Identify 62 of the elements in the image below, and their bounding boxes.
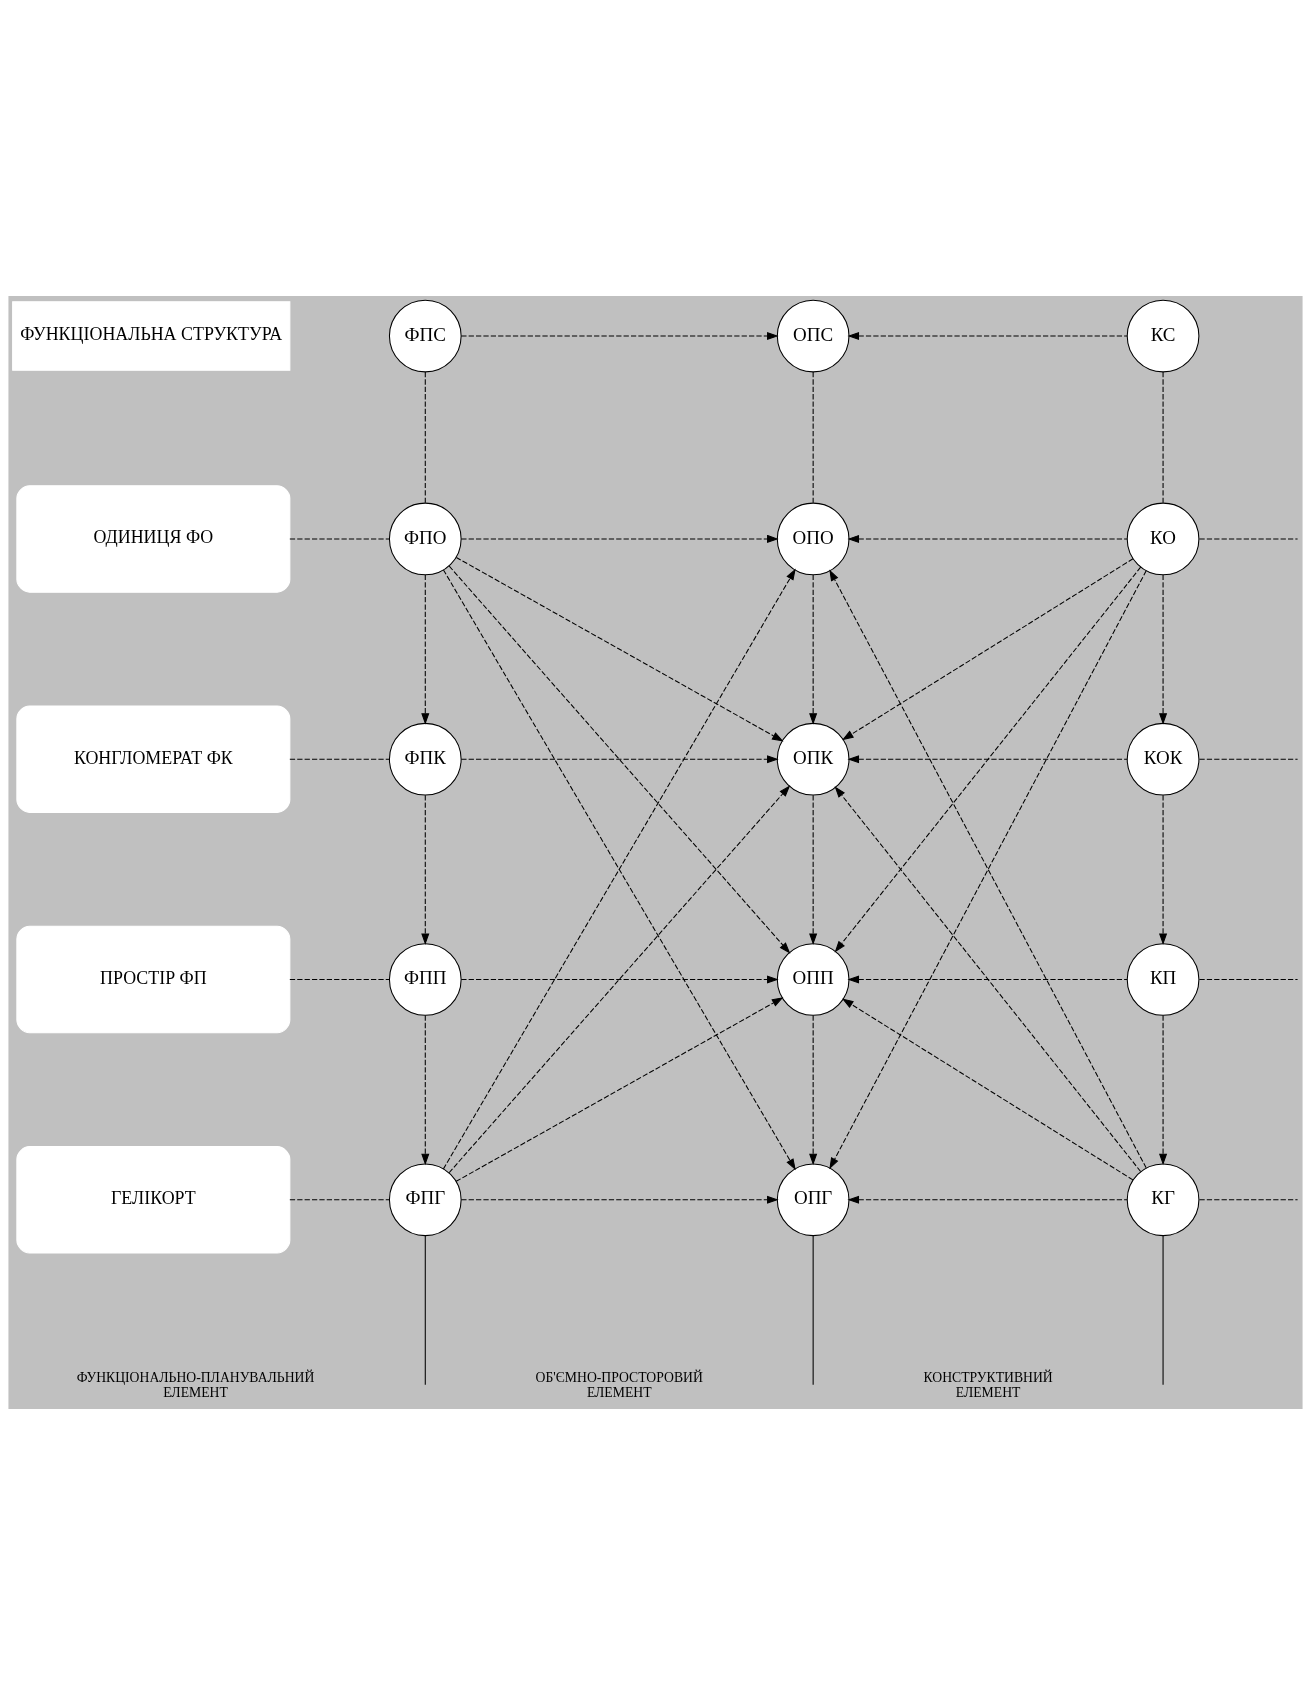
connector — [1162, 371, 1164, 503]
arrow — [455, 996, 784, 1182]
node-circle: ФПК — [388, 722, 462, 796]
connector — [1198, 537, 1299, 539]
connector — [1198, 1198, 1299, 1200]
node-box: ГЕЛІКОРТ — [16, 1145, 291, 1254]
arrow — [847, 534, 1128, 543]
connector — [1198, 978, 1299, 980]
arrow — [1159, 574, 1168, 725]
label: ФУНКЦІОНАЛЬНО-ПЛАНУВАЛЬНИЙ ЕЛЕМЕНТ — [76, 1369, 315, 1400]
connector — [289, 978, 390, 980]
label: ОБ'ЄМНО-ПРОСТОРОВИЙ ЕЛЕМЕНТ — [535, 1369, 703, 1400]
arrow — [834, 785, 1142, 1172]
node-circle: КП — [1126, 942, 1200, 1016]
arrow — [460, 974, 779, 984]
connector — [812, 1234, 814, 1385]
arrow — [448, 565, 791, 954]
connector — [289, 758, 390, 760]
node-circle: КС — [1126, 299, 1200, 372]
node-circle: ФПГ — [388, 1162, 462, 1236]
arrow — [421, 794, 430, 945]
arrow — [460, 534, 779, 543]
connector — [812, 371, 814, 503]
node-circle: ФПП — [388, 942, 462, 1016]
node-circle: ФПО — [388, 502, 462, 575]
arrow — [460, 331, 779, 340]
arrow — [809, 794, 818, 945]
connector — [1198, 758, 1299, 760]
connector — [289, 537, 390, 539]
arrow — [847, 974, 1128, 984]
arrow — [809, 1014, 818, 1165]
node-circle: КО — [1126, 502, 1200, 575]
arrow — [1159, 1014, 1168, 1165]
connector — [424, 1234, 426, 1385]
node-box: ПРОСТІР ФП — [16, 925, 291, 1033]
arrow — [460, 1195, 779, 1204]
node-box: ФУНКЦІОНАЛЬНА СТРУКТУРА — [12, 300, 291, 371]
connector — [1162, 1234, 1164, 1385]
arrow — [1159, 794, 1168, 945]
node-circle: ОПС — [776, 299, 850, 372]
connector — [289, 1198, 390, 1200]
node-circle: ОПО — [776, 502, 850, 575]
node-circle: ОПГ — [776, 1162, 850, 1236]
arrow — [421, 1014, 430, 1165]
arrow — [842, 557, 1134, 740]
node-box: КОНГЛОМЕРАТ ФК — [16, 704, 291, 813]
arrow — [834, 566, 1142, 952]
arrow — [421, 574, 430, 725]
node-circle: ФПС — [388, 299, 462, 372]
arrow — [455, 556, 784, 742]
connector — [424, 371, 426, 503]
node-circle: КГ — [1126, 1162, 1200, 1236]
arrow — [841, 998, 1134, 1180]
arrow — [448, 784, 791, 1173]
arrow — [460, 754, 779, 763]
node-circle: КОК — [1126, 722, 1200, 796]
label: КОНСТРУКТИВНИЙ ЕЛЕМЕНТ — [923, 1369, 1053, 1400]
arrow — [847, 754, 1128, 763]
arrow — [847, 331, 1128, 340]
node-box: ОДИНИЦЯ ФО — [16, 484, 291, 593]
arrow — [809, 574, 818, 725]
arrow — [847, 1195, 1128, 1204]
